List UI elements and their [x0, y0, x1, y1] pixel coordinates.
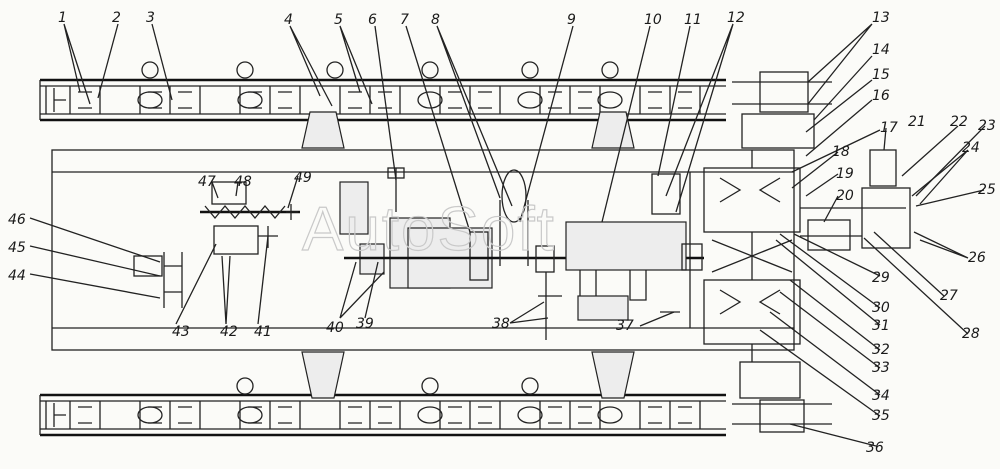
drivetrain — [133, 167, 704, 340]
callout-22: 22 — [950, 114, 968, 130]
callout-19: 19 — [836, 166, 854, 182]
watermark: AutoSoft — [302, 195, 556, 264]
callout-7: 7 — [400, 12, 409, 28]
callout-33: 33 — [872, 360, 890, 376]
bottom-hubs — [69, 377, 701, 429]
callout-35: 35 — [872, 408, 890, 424]
callout-17: 17 — [880, 120, 898, 136]
callout-14: 14 — [872, 42, 890, 58]
callout-15: 15 — [872, 67, 890, 83]
callout-20: 20 — [836, 188, 854, 204]
callout-2: 2 — [112, 10, 121, 26]
callout-42: 42 — [220, 324, 238, 340]
callout-5: 5 — [334, 12, 343, 28]
callout-25: 25 — [978, 182, 996, 198]
callout-41: 41 — [254, 324, 272, 340]
callout-48: 48 — [234, 174, 252, 190]
leader-lines — [29, 23, 986, 447]
right-drive-units — [703, 71, 911, 433]
top-hubs — [69, 61, 701, 114]
callout-18: 18 — [832, 144, 850, 160]
callout-38: 38 — [492, 316, 510, 332]
callout-32: 32 — [872, 342, 890, 358]
callout-6: 6 — [368, 12, 377, 28]
bottom-support-left — [301, 351, 345, 399]
top-support-left — [301, 111, 345, 149]
callout-8: 8 — [431, 12, 440, 28]
callout-45: 45 — [8, 240, 26, 256]
callout-13: 13 — [872, 10, 890, 26]
transfer-case — [565, 221, 687, 271]
callout-11: 11 — [684, 12, 702, 28]
callout-47: 47 — [198, 174, 216, 190]
bottom-support-right — [591, 351, 635, 399]
callout-29: 29 — [872, 270, 890, 286]
top-track — [39, 61, 726, 149]
bottom-track — [39, 351, 726, 437]
callout-46: 46 — [8, 212, 26, 228]
callout-43: 43 — [172, 324, 190, 340]
callout-39: 39 — [356, 316, 374, 332]
callout-30: 30 — [872, 300, 890, 316]
callout-34: 34 — [872, 388, 890, 404]
callout-36: 36 — [866, 440, 884, 456]
callout-23: 23 — [978, 118, 996, 134]
callout-21: 21 — [908, 114, 926, 130]
chassis-frame — [51, 149, 795, 351]
callout-1: 1 — [58, 10, 67, 26]
callout-26: 26 — [968, 250, 986, 266]
callout-28: 28 — [962, 326, 980, 342]
callout-9: 9 — [567, 12, 576, 28]
callout-49: 49 — [294, 170, 312, 186]
callout-12: 12 — [727, 10, 745, 26]
callout-16: 16 — [872, 88, 890, 104]
callout-24: 24 — [962, 140, 980, 156]
callout-numbers: 1 2 3 4 5 6 7 8 9 10 11 12 13 14 15 16 1… — [8, 10, 996, 456]
callout-10: 10 — [644, 12, 662, 28]
callout-37: 37 — [616, 318, 634, 334]
callout-40: 40 — [326, 320, 344, 336]
callout-3: 3 — [146, 10, 155, 26]
engine-block-small — [339, 181, 369, 235]
callout-4: 4 — [284, 12, 293, 28]
callout-31: 31 — [872, 318, 890, 334]
top-support-right — [591, 111, 635, 149]
callout-27: 27 — [940, 288, 958, 304]
callout-44: 44 — [8, 268, 26, 284]
